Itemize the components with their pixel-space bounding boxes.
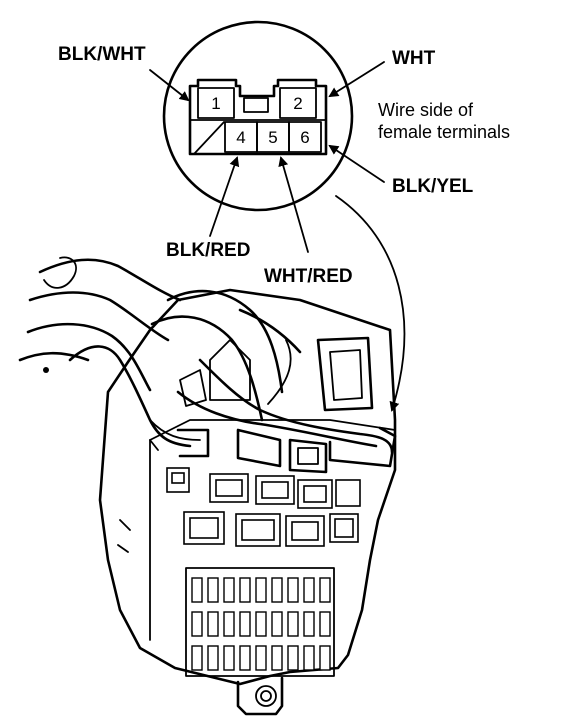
magnified-connector-view: 1 2 4 5 6 <box>162 20 354 212</box>
pin-6-label: 6 <box>300 128 309 147</box>
arrow-wht <box>328 61 385 98</box>
top-connectors <box>176 336 397 474</box>
pin-4-label: 4 <box>236 128 245 147</box>
label-blk-wht: BLK/WHT <box>58 44 146 65</box>
arrow-blk-red <box>209 156 240 237</box>
arrow-to-fuse-box <box>335 195 406 412</box>
wire-harness <box>18 256 394 454</box>
pin-4-cell: 4 <box>224 121 258 153</box>
connector-housing <box>188 78 328 156</box>
fuse-row-1 <box>191 577 331 603</box>
pin-2-label: 2 <box>293 94 302 113</box>
arrow-blk-yel <box>328 144 385 183</box>
fuse-row-2 <box>191 611 331 637</box>
label-wht-red: WHT/RED <box>264 266 353 287</box>
label-blk-red: BLK/RED <box>166 240 250 261</box>
relay-row-lower <box>183 511 359 547</box>
callout-arrows <box>149 61 406 412</box>
label-wht: WHT <box>392 48 436 69</box>
fuse-panel <box>185 567 335 677</box>
pin-5-cell: 5 <box>256 121 290 153</box>
relay-row-upper <box>166 467 361 509</box>
pin-5-label: 5 <box>268 128 277 147</box>
arrow-wht-red <box>278 156 309 253</box>
pin-1-cell: 1 <box>197 87 235 119</box>
pin-2-cell: 2 <box>279 87 317 119</box>
wire-labels: BLK/WHT WHT Wire side of female terminal… <box>58 44 510 287</box>
pin-1-label: 1 <box>211 94 220 113</box>
fuse-box <box>43 288 397 716</box>
arrow-blk-wht <box>149 69 190 102</box>
label-wire-side-line1: Wire side of <box>378 100 474 120</box>
fuse-row-3 <box>191 645 331 671</box>
label-blk-yel: BLK/YEL <box>392 176 474 197</box>
label-wire-side-line2: female terminals <box>378 122 510 142</box>
pin-6-cell: 6 <box>288 121 322 153</box>
